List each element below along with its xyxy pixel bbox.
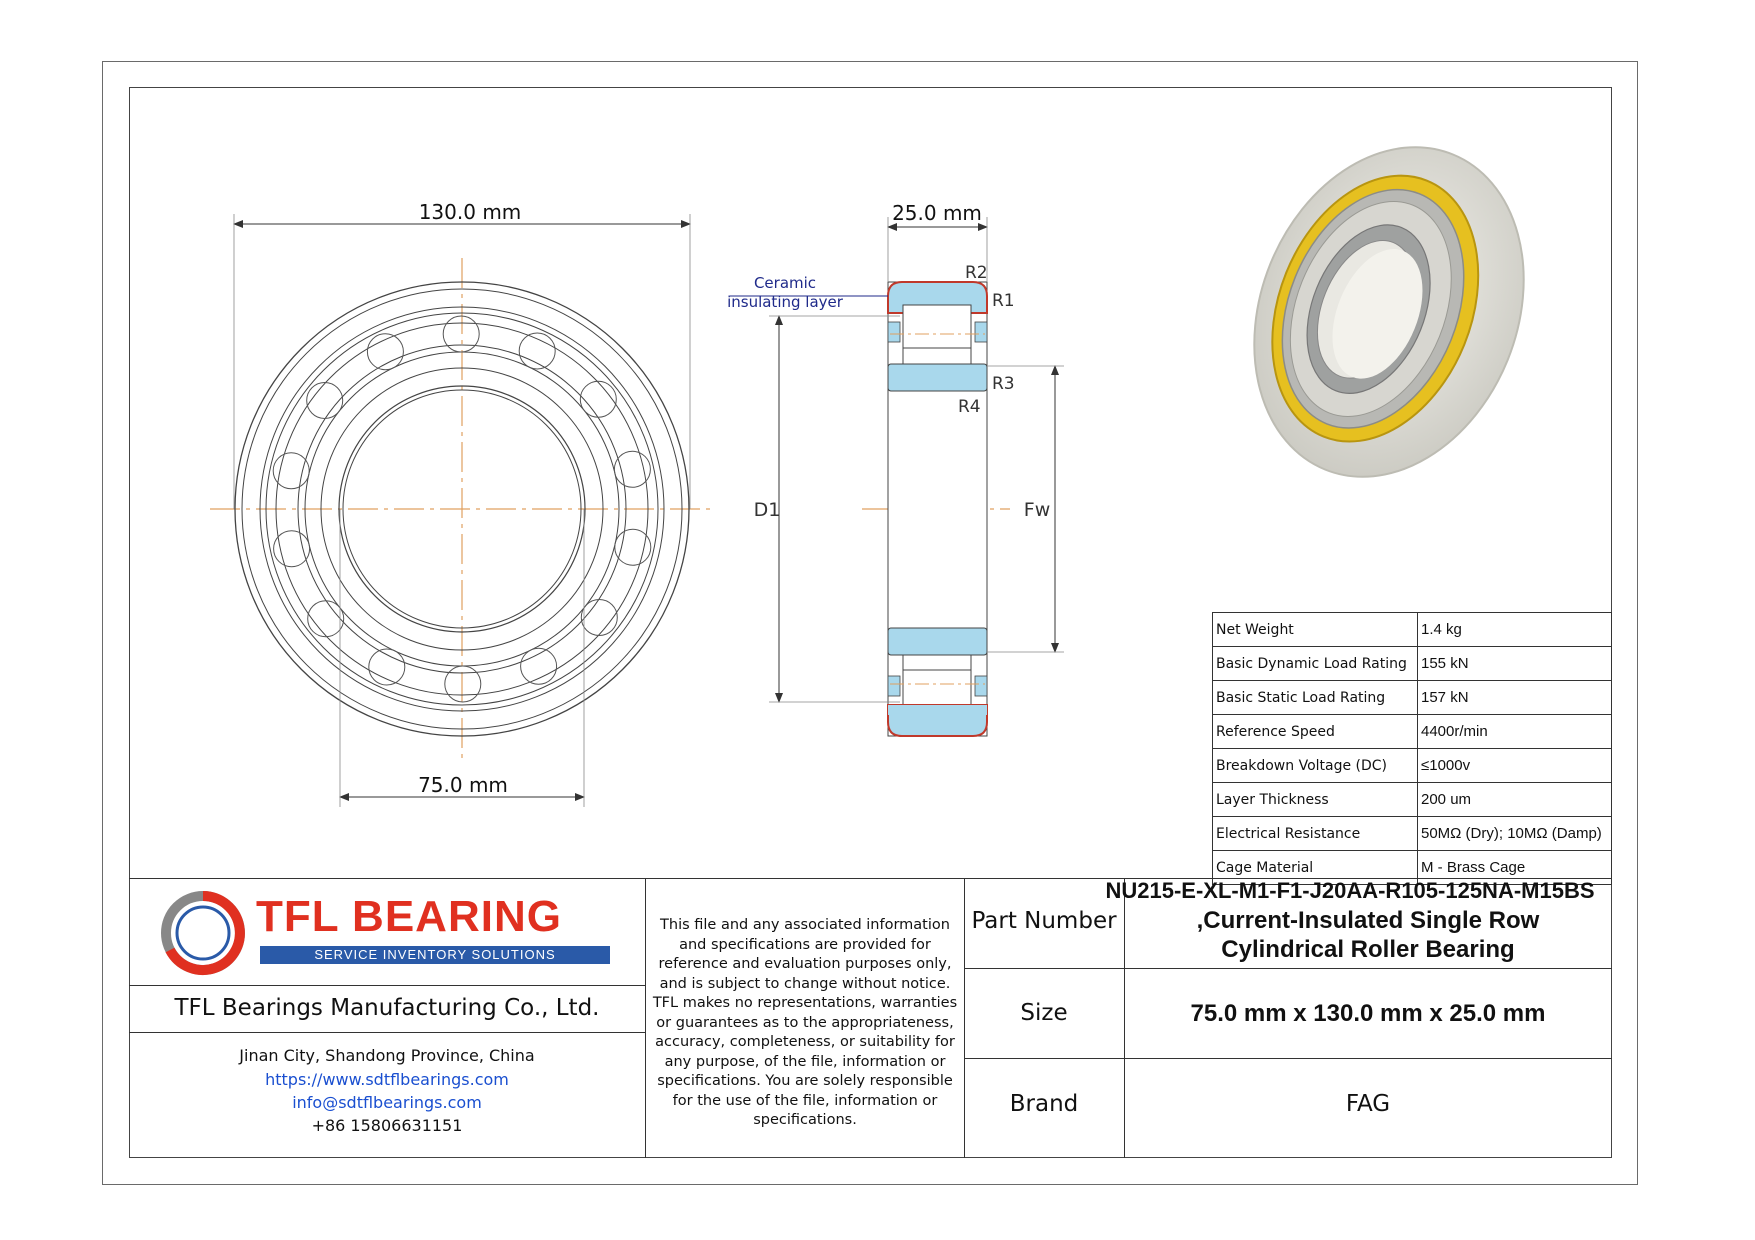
roller: [579, 380, 617, 418]
company-phone: +86 15806631151: [311, 1116, 463, 1135]
roller: [580, 599, 618, 636]
size-value: 75.0 mm x 130.0 mm x 25.0 mm: [1190, 1000, 1546, 1027]
dim-outer-diameter: 130.0 mm: [233, 200, 691, 509]
spec-value: 4400r/min: [1417, 714, 1612, 749]
roller: [444, 665, 482, 703]
spec-label: Cage Material: [1212, 850, 1418, 885]
dim-fw: Fw: [987, 365, 1064, 653]
part-number-line1: NU215-E-XL-M1-F1-J20AA-R105-125NA-M15BS: [1105, 878, 1595, 903]
roller: [442, 315, 480, 353]
spec-value: 1.4 kg: [1417, 612, 1612, 647]
roller: [306, 382, 344, 419]
brand-value: FAG: [1345, 1091, 1391, 1117]
disclaimer-text: This file and any associated information…: [652, 917, 958, 1128]
part-number-label: Part Number: [971, 908, 1117, 934]
dim-bore: 75.0 mm: [339, 509, 585, 807]
roller: [273, 530, 311, 568]
company-logo: TFL BEARING SERVICE INVENTORY SOLUTIONS: [158, 888, 618, 978]
roller: [518, 332, 556, 370]
ceramic-label-line1: Ceramic: [754, 274, 816, 292]
logo-name: TFL BEARING: [256, 892, 562, 941]
roller: [272, 452, 310, 490]
dim-d1: D1: [754, 315, 900, 703]
company-location: Jinan City, Shandong Province, China: [239, 1046, 535, 1065]
roller: [307, 600, 345, 638]
size-label: Size: [1020, 1000, 1068, 1026]
drawing-border-outer: [102, 61, 1638, 1185]
fw-label: Fw: [1024, 499, 1050, 521]
spec-row: Breakdown Voltage (DC)≤1000v: [1212, 748, 1612, 783]
spec-value: ≤1000v: [1417, 748, 1612, 783]
spec-label: Layer Thickness: [1212, 782, 1418, 817]
roller: [613, 450, 651, 488]
ceramic-label-line2: insulating layer: [727, 293, 844, 311]
section-view: [862, 281, 1010, 737]
brand-label: Brand: [1009, 1091, 1079, 1117]
logo-ring-icon: [161, 891, 245, 975]
roller: [614, 528, 652, 566]
bore-label: 75.0 mm: [418, 773, 508, 797]
drawing-border-inner: [129, 87, 1612, 1158]
bearing-3d-illustration: [1253, 146, 1525, 478]
company-website-link[interactable]: https://www.sdtflbearings.com: [265, 1070, 509, 1089]
width-label: 25.0 mm: [892, 201, 982, 225]
part-number-line2: ,Current-Insulated Single Row: [1196, 907, 1540, 934]
company-name: TFL Bearings Manufacturing Co., Ltd.: [174, 995, 600, 1021]
spec-value: 200 um: [1417, 782, 1612, 817]
ceramic-callout: Ceramic insulating layer: [727, 274, 888, 311]
roller: [366, 333, 404, 371]
outer-diameter-label: 130.0 mm: [419, 200, 522, 224]
r4-label: R4: [958, 397, 981, 417]
spec-label: Breakdown Voltage (DC): [1212, 748, 1418, 783]
logo-tagline: SERVICE INVENTORY SOLUTIONS: [260, 946, 610, 964]
spec-label: Net Weight: [1212, 612, 1418, 647]
r2-label: R2: [965, 263, 988, 283]
spec-label: Electrical Resistance: [1212, 816, 1418, 851]
spec-value: 50MΩ (Dry); 10MΩ (Damp): [1417, 816, 1612, 851]
front-view: [210, 258, 715, 760]
spec-label: Basic Dynamic Load Rating: [1212, 646, 1418, 681]
part-number-line3: Cylindrical Roller Bearing: [1221, 936, 1515, 963]
roller: [520, 647, 558, 685]
spec-label: Basic Static Load Rating: [1212, 680, 1418, 715]
spec-value: 157 kN: [1417, 680, 1612, 715]
company-email-link[interactable]: info@sdtflbearings.com: [292, 1093, 482, 1112]
d1-label: D1: [754, 499, 781, 521]
r1-label: R1: [992, 291, 1015, 311]
spec-label: Reference Speed: [1212, 714, 1418, 749]
spec-value: M - Brass Cage: [1417, 850, 1612, 885]
dim-width: 25.0 mm: [887, 201, 988, 282]
spec-value: 155 kN: [1417, 646, 1612, 681]
roller: [368, 648, 406, 686]
r3-label: R3: [992, 374, 1015, 394]
